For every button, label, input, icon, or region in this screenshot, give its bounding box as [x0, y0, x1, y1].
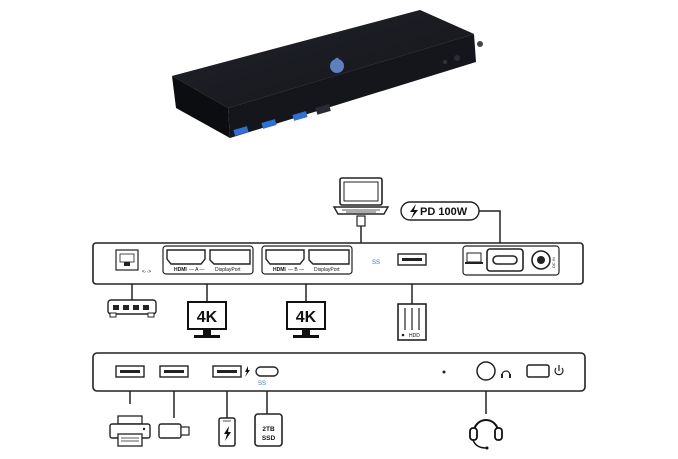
ethernet-icon: <··> — [142, 269, 151, 275]
displayport-a — [209, 249, 251, 265]
power-delivery-badge: PD 100W — [400, 201, 480, 221]
usb-c-port — [492, 255, 518, 265]
hdmi-b-label: HDMI — [273, 267, 286, 273]
usb-drive-icon — [158, 423, 190, 439]
dock-product-photo — [172, 10, 483, 138]
headphone-small-icon — [501, 370, 511, 376]
ssd-label-line2: SSD — [262, 435, 276, 442]
phone-icon — [218, 417, 236, 447]
front-panel: SS — [92, 352, 586, 392]
monitor-b-label: 4K — [296, 309, 317, 326]
video-group-a: HDMI — A — DisplayPort — [162, 245, 254, 275]
hdmi-a-label: HDMI — [174, 267, 187, 273]
port-b-sublabel: — B — — [288, 267, 304, 273]
power-button — [526, 364, 550, 378]
ssd-icon: 2TB SSD — [254, 413, 283, 447]
video-group-b: HDMI — B — DisplayPort — [261, 245, 353, 275]
displayport-b — [308, 249, 350, 265]
displayport-b-label: DisplayPort — [314, 267, 340, 273]
monitor-a-label: 4K — [197, 309, 218, 326]
host-group: DC IN — [462, 245, 560, 276]
laptop-icon — [332, 177, 390, 227]
power-delivery-label: PD 100W — [420, 206, 468, 218]
hdmi-port-a — [166, 249, 206, 265]
ss-icon: SS — [258, 381, 266, 387]
port-a-sublabel: — A — — [189, 267, 205, 273]
ethernet-port: <··> — [115, 249, 151, 275]
router-icon — [107, 299, 157, 318]
monitor-a-icon: 4K — [187, 301, 227, 338]
indicator-led — [442, 370, 446, 374]
printer-icon — [109, 415, 151, 447]
hdd-icon: HDD — [397, 303, 427, 341]
monitor-b-icon: 4K — [286, 301, 326, 338]
audio-jack — [476, 361, 496, 381]
dc-in-label: DC IN — [551, 257, 556, 268]
lightning-icon — [410, 204, 418, 219]
usb3-icon: SS — [372, 260, 380, 266]
rear-panel: <··> HDMI — A — DisplayPort HDMI — B — D… — [92, 242, 584, 285]
laptop-small-icon — [466, 252, 482, 263]
usb-c-front-port — [255, 366, 279, 377]
hdd-label: HDD — [409, 333, 420, 339]
hdmi-port-b — [265, 249, 305, 265]
ssd-label-line1: 2TB — [262, 426, 275, 433]
displayport-a-label: DisplayPort — [215, 267, 241, 273]
lightning-small-icon — [245, 366, 250, 377]
brand-logo-icon — [330, 59, 344, 73]
power-icon — [554, 367, 564, 376]
headset-icon — [469, 419, 503, 450]
